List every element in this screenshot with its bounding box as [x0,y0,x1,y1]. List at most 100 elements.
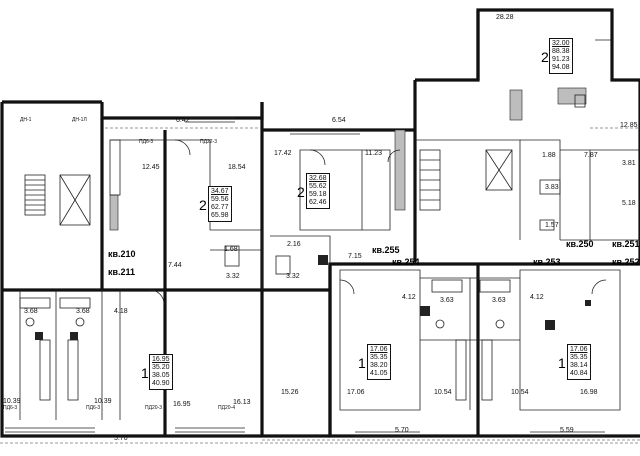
lintel-code: ПД6-3 [86,405,101,411]
room-area: 5.18 [622,200,636,207]
area-value: 62.77 [211,204,229,211]
kitchen-units [39,139,493,401]
apartment-label: кв.210 [108,249,136,259]
area-value: 65.98 [211,212,229,219]
room-area: 17.06 [347,389,365,396]
room-area: 16.98 [580,389,598,396]
room-count: 1 [558,355,566,371]
room-area: 17.42 [274,150,292,157]
apartment-label: кв.211 [108,267,136,277]
ventilation-shafts [35,87,591,340]
dimension-value: 5.70 [395,427,409,434]
apartment-label: кв.252 [612,257,640,267]
lintel-code: ПД20-4 [218,405,235,411]
area-value: 38.20 [370,362,388,369]
room-area: 11.23 [365,150,382,157]
area-box: 16.95 35.20 38.05 40.90 [149,354,173,390]
area-value: 32.00 [552,40,570,47]
room-area: 18.54 [228,164,246,171]
area-box: 34.67 59.56 62.77 65.98 [208,186,232,222]
area-value: 34.67 [211,188,229,195]
room-area: 4.18 [114,308,128,315]
room-count: 2 [199,197,207,213]
area-value: 88.38 [552,48,570,55]
area-value: 59.18 [309,191,327,198]
stair-left [24,174,91,226]
interior-walls [19,139,640,420]
room-area: 4.12 [530,294,544,301]
area-value: 59.56 [211,196,229,203]
area-value: 62.46 [309,199,327,206]
bathroom-fixtures [19,94,586,329]
area-box: 17.06 35.35 38.14 40.84 [567,344,591,380]
lintel-code: ПД6-3 [139,139,154,145]
room-count: 2 [541,49,549,65]
room-count: 1 [358,355,366,371]
area-value: 40.84 [570,370,588,377]
apartment-label: кв.253 [533,257,561,267]
window-code: ДН-1 [20,117,32,123]
dimension-lines [0,127,640,444]
room-area: 10.39 [3,398,21,405]
area-value: 35.35 [570,354,588,361]
windows [5,39,612,437]
stair-center [419,149,513,211]
area-value: 91.23 [552,56,570,63]
room-area: 3.32 [226,273,240,280]
area-value: 38.14 [570,362,588,369]
area-value: 17.06 [570,346,588,353]
lintel-code: ПД22-3 [200,139,217,145]
room-area: 10.39 [94,398,112,405]
apartment-label: кв.250 [566,239,594,249]
room-area: 6.54 [332,117,346,124]
area-value: 55.62 [309,183,327,190]
room-area: 1.57 [545,222,559,229]
room-area: 16.95 [173,401,191,408]
room-area: 3.32 [286,273,300,280]
room-area: 3.81 [622,160,636,167]
area-value: 35.20 [152,364,170,371]
room-area: 10.54 [434,389,452,396]
area-value: 40.90 [152,380,170,387]
area-box: 17.06 35.35 38.20 41.05 [367,344,391,380]
area-value: 17.06 [370,346,388,353]
area-value: 16.95 [152,356,170,363]
apartment-label: кв.255 [372,245,400,255]
room-area: 16.13 [233,399,251,406]
room-area: 1.68 [224,246,238,253]
lintel-code: ПД6-3 [3,405,18,411]
room-area: 7.44 [168,262,182,269]
room-area: 3.63 [492,297,506,304]
room-area: 3.83 [545,184,559,191]
area-box: 32.00 88.38 91.23 94.08 [549,38,573,74]
area-box: 32.68 55.62 59.18 62.46 [306,173,330,209]
room-area: 7.87 [584,152,598,159]
room-area: 6.42 [176,117,190,124]
door-swings [149,139,607,305]
area-value: 32.68 [309,175,327,182]
room-area: 10.54 [511,389,529,396]
room-area: 28.28 [496,14,514,21]
room-count: 2 [297,184,305,200]
room-area: 3.68 [24,308,38,315]
room-area: 3.68 [76,308,90,315]
room-area: 12.45 [142,164,160,171]
dimension-value: 5.59 [560,427,574,434]
room-area: 7.15 [348,253,362,260]
room-count: 1 [141,365,149,381]
apartment-label: кв.251 [612,239,640,249]
area-value: 35.35 [370,354,388,361]
room-area: 2.16 [287,241,301,248]
area-value: 41.05 [370,370,388,377]
room-area: 12.85 [620,122,638,129]
room-area: 3.63 [440,297,454,304]
room-area: 1.88 [542,152,556,159]
room-area: 15.26 [281,389,299,396]
area-value: 38.05 [152,372,170,379]
window-code: ДН-1Л [72,117,87,123]
area-value: 94.08 [552,64,570,71]
apartment-label: кв.254 [392,257,420,267]
dimension-value: 5.70 [114,435,128,442]
